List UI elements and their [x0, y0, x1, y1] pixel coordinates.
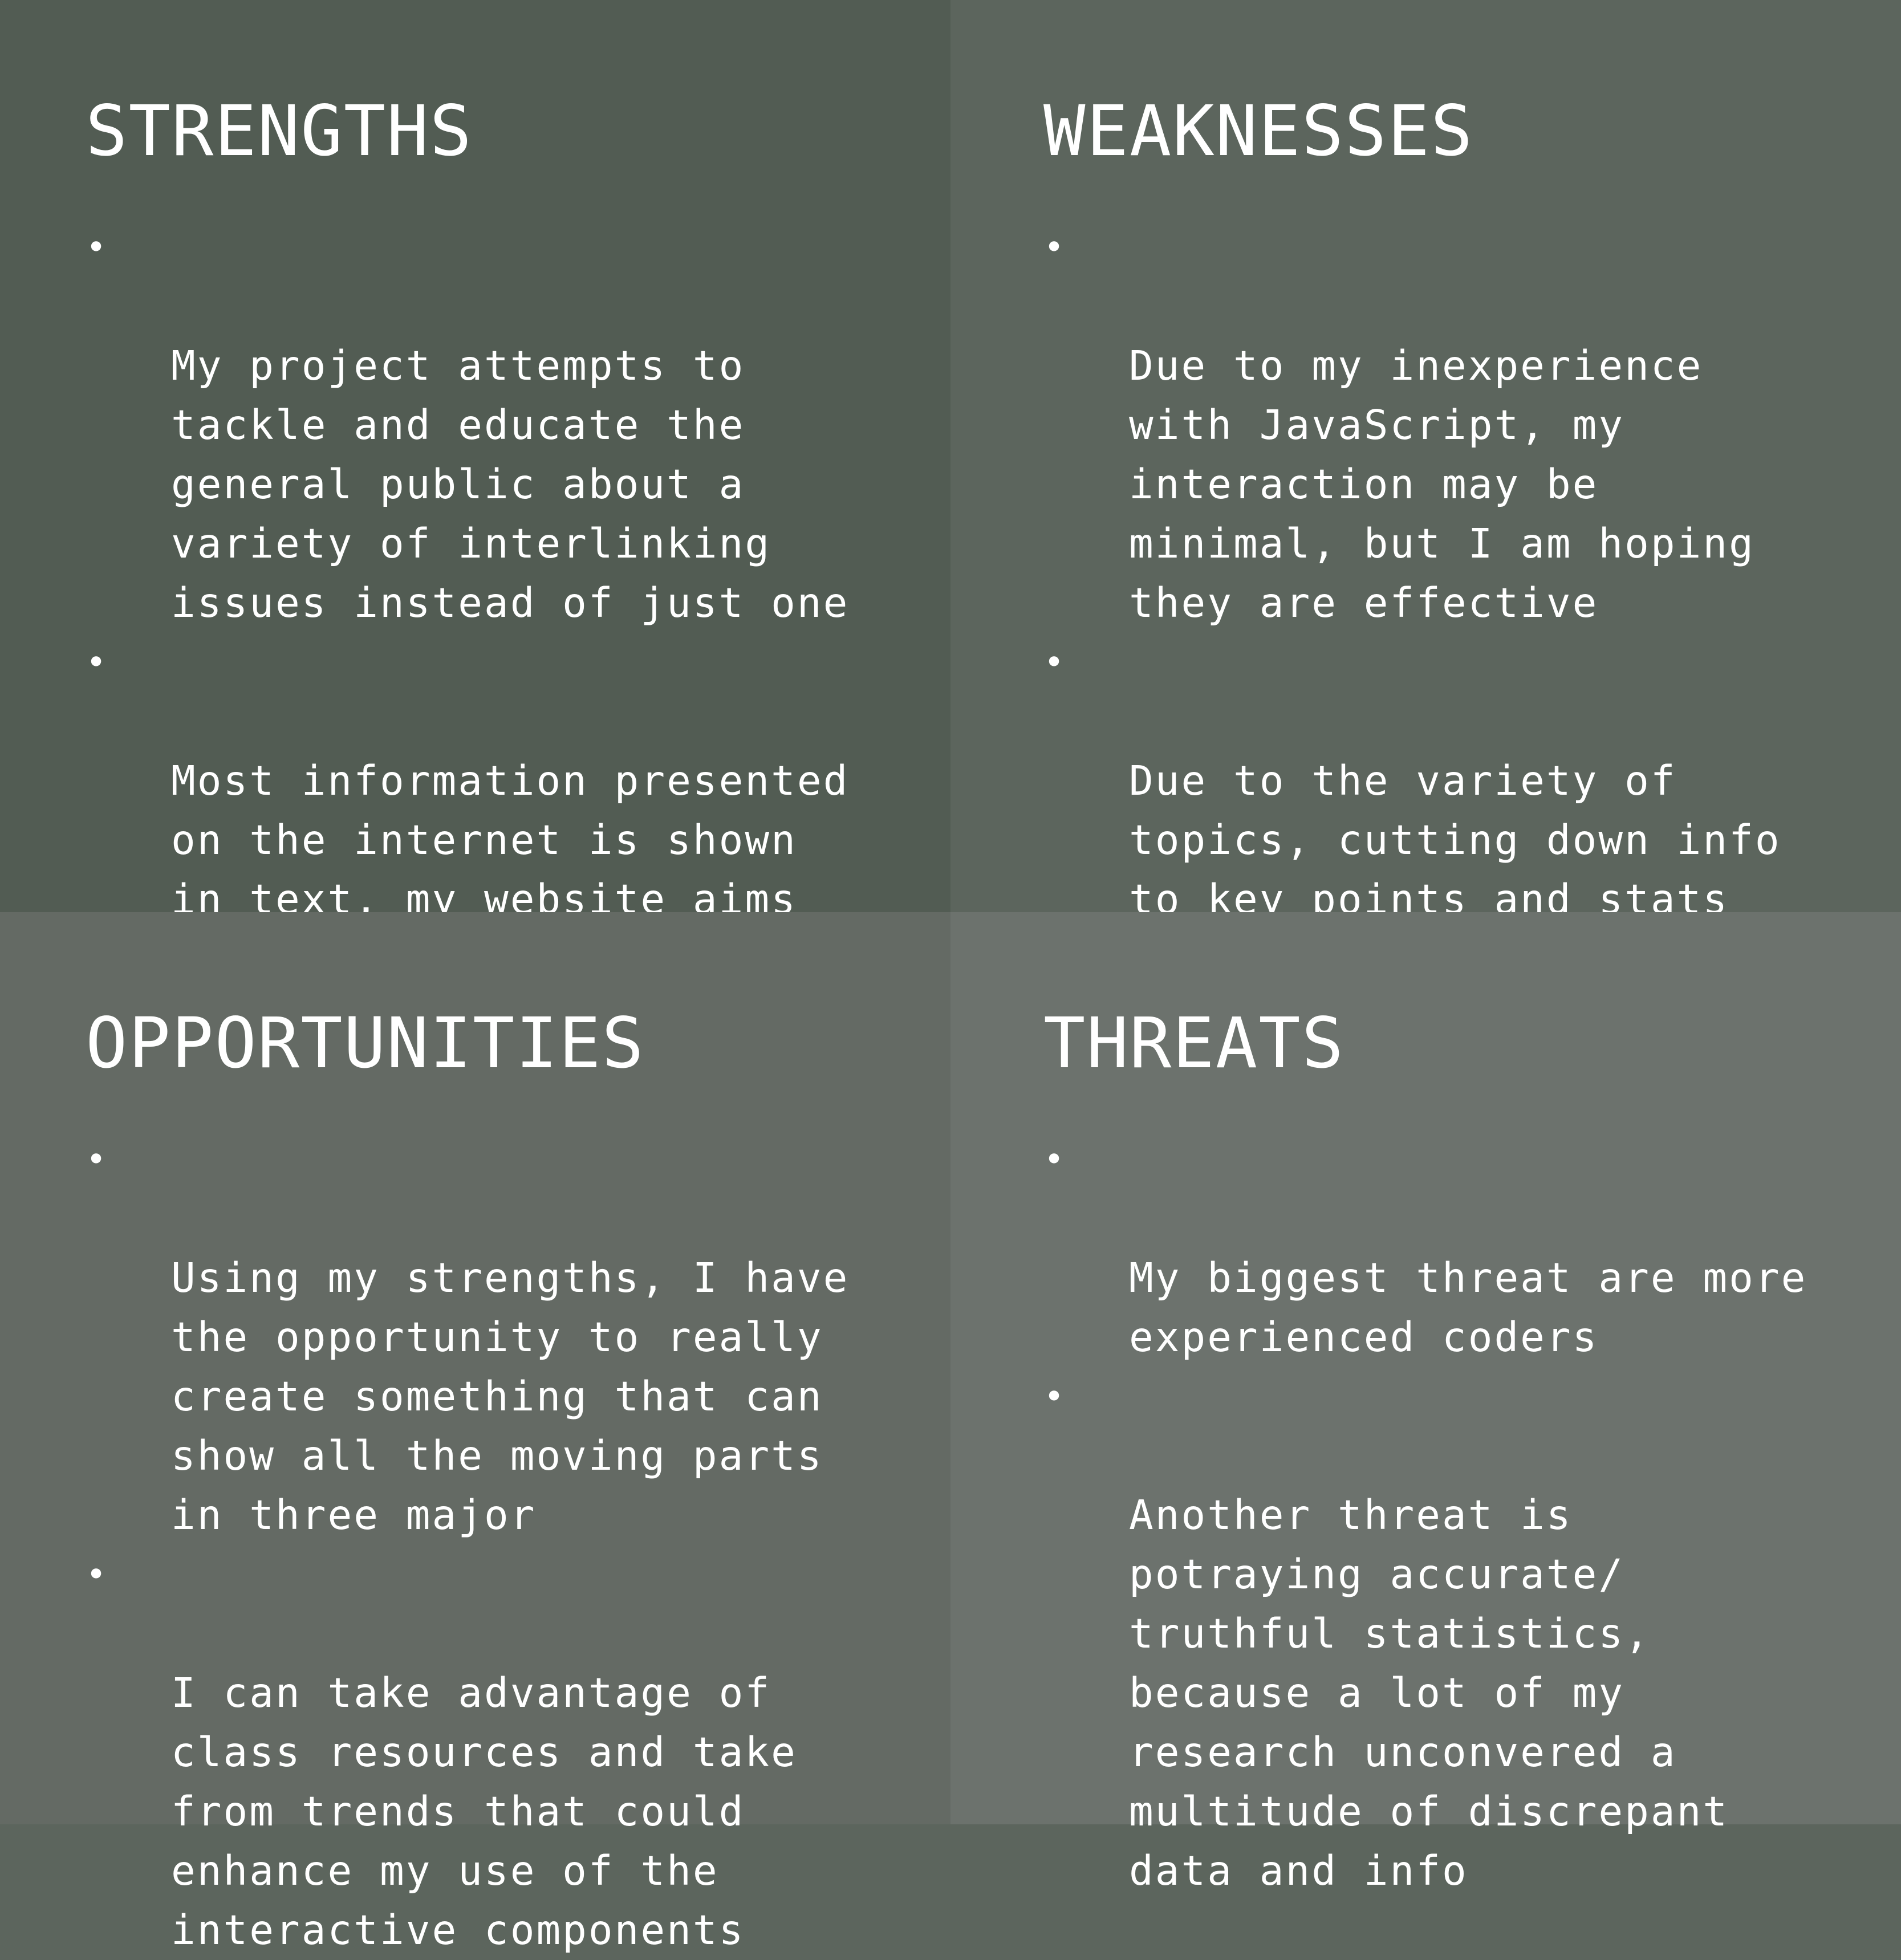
bullet-icon: •: [1043, 643, 1066, 682]
weaknesses-item-text: Due to my inexperience with JavaScript, …: [1129, 342, 1755, 627]
bullet-icon: •: [1043, 1140, 1066, 1180]
bullet-icon: •: [86, 1140, 108, 1180]
opportunities-list: • Using my strengths, I have the opportu…: [86, 1130, 905, 1960]
list-item: • My project attempts to tackle and educ…: [86, 218, 905, 633]
strengths-item-text: My project attempts to tackle and educat…: [171, 342, 850, 627]
opportunities-heading: OPPORTUNITIES: [86, 1003, 645, 1084]
threats-item-text: Another threat is potraying accurate/ tr…: [1129, 1491, 1729, 1894]
list-item: • Using my strengths, I have the opportu…: [86, 1130, 905, 1545]
bullet-icon: •: [86, 1555, 108, 1595]
list-item: • I can take advantage of class resource…: [86, 1545, 905, 1960]
threats-item-text: My biggest threat are more experienced c…: [1129, 1254, 1807, 1361]
strengths-heading: STRENGTHS: [86, 91, 473, 172]
opportunities-quadrant: OPPORTUNITIES • Using my strengths, I ha…: [0, 912, 950, 1954]
weaknesses-quadrant: WEAKNESSES • Due to my inexperience with…: [950, 0, 1901, 982]
weaknesses-list: • Due to my inexperience with JavaScript…: [1043, 218, 1855, 989]
list-item: • Another threat is potraying accurate/ …: [1043, 1367, 1855, 1901]
bullet-icon: •: [1043, 227, 1066, 267]
opportunities-item-text: I can take advantage of class resources …: [171, 1669, 797, 1954]
list-item: • Due to my inexperience with JavaScript…: [1043, 218, 1855, 633]
bullet-icon: •: [86, 227, 108, 267]
strengths-quadrant: STRENGTHS • My project attempts to tackl…: [0, 0, 950, 1042]
weaknesses-heading: WEAKNESSES: [1043, 91, 1474, 172]
threats-list: • My biggest threat are more experienced…: [1043, 1130, 1855, 1901]
list-item: • My biggest threat are more experienced…: [1043, 1130, 1855, 1367]
bullet-icon: •: [86, 643, 108, 682]
bullet-icon: •: [1043, 1377, 1066, 1417]
threats-heading: THREATS: [1043, 1003, 1345, 1084]
threats-quadrant: THREATS • My biggest threat are more exp…: [950, 912, 1901, 1894]
opportunities-item-text: Using my strengths, I have the opportuni…: [171, 1254, 850, 1539]
